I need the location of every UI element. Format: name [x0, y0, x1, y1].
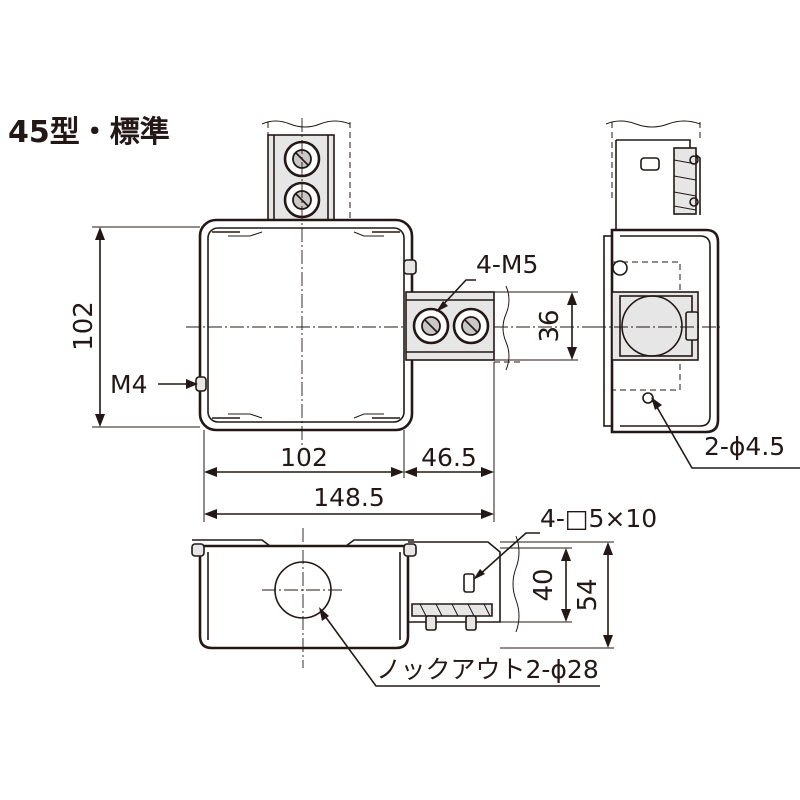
callout-knockout-label: ノックアウト2-ϕ28	[376, 655, 599, 684]
side-terminal-screw-1	[412, 307, 450, 345]
dimension-widths: 102 46.5 148.5	[203, 362, 495, 522]
callout-knockout: ノックアウト2-ϕ28	[319, 607, 600, 687]
dimension-width-extension-label: 46.5	[421, 443, 477, 472]
dimension-front-total-height-label: 54	[573, 578, 603, 611]
side-extension-top	[405, 285, 520, 371]
dimension-side-height: 36	[494, 291, 578, 361]
callout-screws-label: 4-M5	[476, 250, 538, 279]
main-box-top	[186, 118, 600, 448]
dimension-side-height-label: 36	[535, 309, 565, 342]
callout-ground-screw: M4	[110, 370, 198, 399]
front-view: 4-□5×10 40 54 ノックアウト2-ϕ28	[191, 504, 657, 687]
dimension-width-main-label: 102	[280, 443, 328, 472]
side-view: 2-ϕ4.5	[592, 120, 800, 469]
dimension-height-left: 102	[69, 226, 200, 428]
top-bracket	[261, 120, 351, 228]
drawing-title: 45型・標準	[8, 115, 170, 150]
callout-screws: 4-M5	[436, 250, 538, 312]
callout-mount-holes: 2-ϕ4.5	[651, 397, 800, 469]
dimension-front-inner-height-label: 40	[529, 568, 559, 601]
callout-square-holes-label: 4-□5×10	[540, 504, 657, 533]
dimension-front-inner-height: 40	[500, 547, 572, 623]
dimension-front-total-height: 54	[500, 541, 614, 649]
top-view: 4-M5 M4 102 36	[69, 118, 600, 522]
callout-square-holes: 4-□5×10	[473, 504, 657, 580]
dimension-width-total-label: 148.5	[313, 483, 385, 512]
side-terminal-screw-2	[452, 307, 490, 345]
dimension-height-left-label: 102	[69, 301, 99, 351]
callout-mount-holes-label: 2-ϕ4.5	[704, 432, 785, 461]
callout-ground-screw-label: M4	[110, 370, 147, 399]
